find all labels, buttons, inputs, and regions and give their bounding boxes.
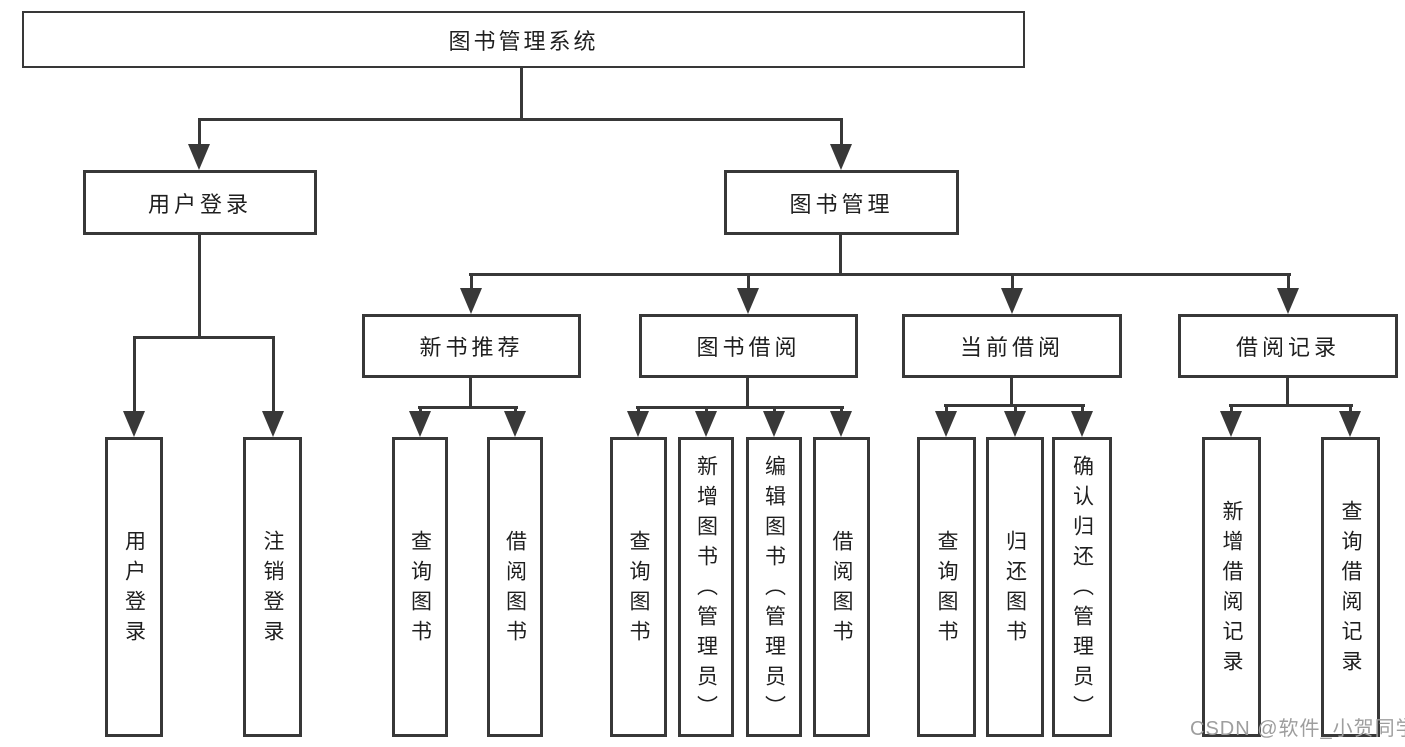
leaf-confirm-return-admin: 确认归还（管理员）: [1052, 437, 1112, 737]
connector-hline: [1229, 404, 1353, 407]
csdn-watermark: CSDN @软件_小贺同学: [1190, 718, 1405, 740]
leaf-return-books: 归还图书: [986, 437, 1044, 737]
connector-hline: [636, 406, 844, 409]
leaf-borrow-books-recommend: 借阅图书: [487, 437, 543, 737]
leaf-query-books-borrow: 查询图书: [610, 437, 667, 737]
connector-vline: [1010, 378, 1013, 407]
node-user-login: 用户登录: [83, 170, 317, 235]
connector-vline: [1286, 378, 1289, 407]
connector-hline: [133, 336, 275, 339]
connector-vline: [746, 378, 749, 409]
connector-hline: [418, 406, 518, 409]
node-current-borrow: 当前借阅: [902, 314, 1122, 378]
node-book-management: 图书管理: [724, 170, 959, 235]
node-borrow-records: 借阅记录: [1178, 314, 1398, 378]
connector-vline: [839, 235, 842, 276]
leaf-borrow-books: 借阅图书: [813, 437, 870, 737]
connector-hline: [469, 273, 1291, 276]
connector-hline: [198, 118, 843, 121]
leaf-user-login: 用户登录: [105, 437, 163, 737]
leaf-query-borrow-record: 查询借阅记录: [1321, 437, 1380, 737]
connector-vline: [469, 378, 472, 409]
connector-vline: [520, 68, 523, 121]
leaf-query-books-current: 查询图书: [917, 437, 976, 737]
leaf-add-borrow-record: 新增借阅记录: [1202, 437, 1261, 737]
leaf-query-books-recommend: 查询图书: [392, 437, 448, 737]
leaf-add-books-admin: 新增图书（管理员）: [678, 437, 734, 737]
node-new-book-recommend: 新书推荐: [362, 314, 581, 378]
leaf-logout: 注销登录: [243, 437, 302, 737]
node-library-management-system: 图书管理系统: [22, 11, 1025, 68]
connector-vline: [198, 235, 201, 339]
leaf-edit-books-admin: 编辑图书（管理员）: [746, 437, 802, 737]
node-book-borrow: 图书借阅: [639, 314, 858, 378]
